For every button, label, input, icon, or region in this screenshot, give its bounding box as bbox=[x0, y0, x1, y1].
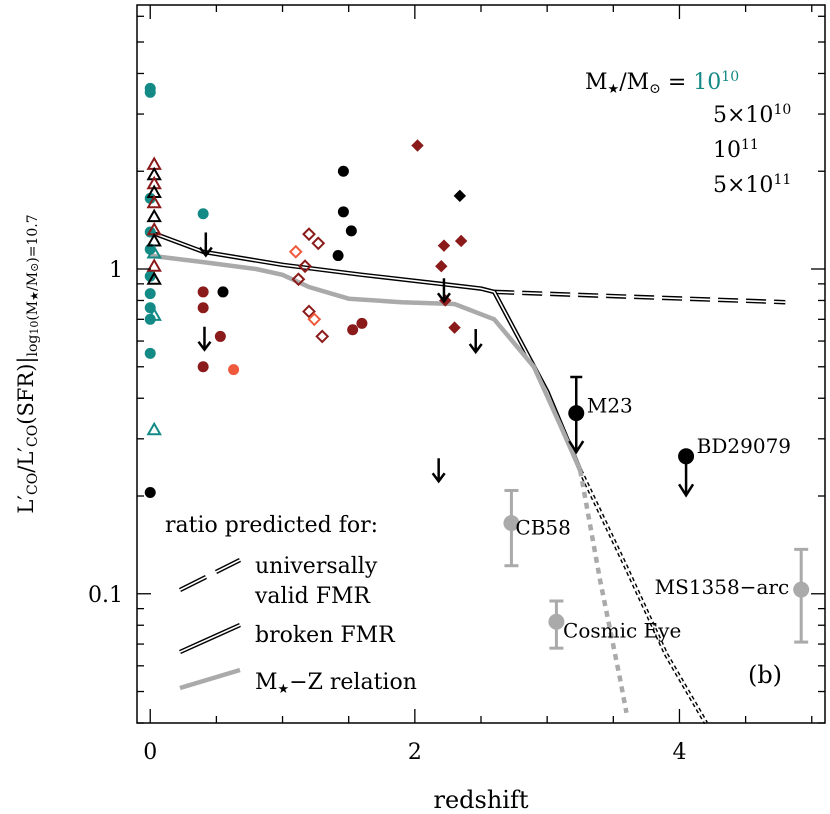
data-point bbox=[144, 487, 156, 499]
data-point bbox=[302, 304, 316, 319]
data-point bbox=[298, 259, 312, 274]
x-axis-label: redshift bbox=[433, 786, 528, 814]
data-point bbox=[146, 307, 162, 321]
series-line bbox=[494, 289, 786, 305]
data-point bbox=[146, 194, 162, 209]
data-point bbox=[214, 330, 226, 342]
data-point bbox=[144, 288, 156, 300]
named-source: M23 bbox=[568, 375, 633, 455]
legends: M★/M⊙ = 1010 5×1010 1011 5×1011 ratio predic… bbox=[165, 69, 791, 697]
upper-limit-arrow bbox=[436, 278, 451, 304]
lensed-source: Cosmic Eye bbox=[548, 599, 681, 650]
data-point bbox=[197, 361, 209, 373]
data-point bbox=[411, 139, 424, 152]
data-point bbox=[345, 225, 357, 237]
legend-swatch-gray bbox=[179, 667, 241, 691]
data-point bbox=[347, 324, 359, 336]
data-point bbox=[144, 86, 156, 98]
data-point bbox=[315, 329, 330, 344]
lensed-label: Cosmic Eye bbox=[563, 619, 681, 643]
data-point bbox=[146, 208, 162, 223]
data-point bbox=[435, 260, 448, 273]
lensed-label: MS1358−arc bbox=[655, 575, 790, 599]
data-point bbox=[146, 421, 162, 436]
mass-legend-entry: 5×1011 bbox=[713, 172, 791, 198]
data-point bbox=[302, 227, 316, 242]
upper-limit-arrow bbox=[468, 329, 483, 355]
series-line bbox=[149, 253, 583, 472]
x-tick-label: 2 bbox=[408, 740, 422, 765]
data-point bbox=[453, 189, 467, 203]
lensed-point bbox=[793, 581, 810, 598]
series-line bbox=[578, 469, 708, 725]
model-legend-label: universally bbox=[255, 554, 378, 579]
data-point bbox=[146, 245, 162, 259]
data-point bbox=[337, 165, 349, 177]
mass-legend-entry: 5×1010 bbox=[713, 102, 791, 128]
data-point bbox=[217, 286, 229, 298]
lensed-source: MS1358−arc bbox=[655, 547, 810, 644]
upper-limit-arrow bbox=[431, 458, 446, 484]
upper-limit-arrow bbox=[198, 232, 213, 258]
legend-swatch-double bbox=[179, 622, 241, 655]
mass-legend-entry: 1011 bbox=[713, 137, 759, 163]
data-point bbox=[146, 258, 162, 272]
data-point bbox=[144, 347, 156, 359]
legend-swatch-dashed-b bbox=[214, 557, 242, 575]
data-point bbox=[311, 236, 326, 251]
data-point bbox=[197, 208, 209, 220]
series-line bbox=[149, 229, 583, 472]
data-point bbox=[146, 271, 162, 285]
y-tick-label: 0.1 bbox=[88, 583, 123, 608]
data-point bbox=[356, 317, 368, 329]
model-legend-title: ratio predicted for: bbox=[165, 513, 378, 538]
named-source: BD29079 bbox=[678, 434, 791, 498]
panel-label: (b) bbox=[748, 661, 782, 689]
data-point bbox=[197, 286, 209, 298]
lensed-source: CB58 bbox=[503, 488, 571, 568]
data-point bbox=[454, 234, 468, 248]
model-legend-label: valid FMR bbox=[254, 584, 371, 609]
data-point bbox=[291, 272, 306, 287]
data-point bbox=[332, 250, 344, 262]
data-point bbox=[288, 244, 303, 259]
data-point bbox=[144, 243, 156, 255]
legend-swatch-dashed-a bbox=[178, 574, 208, 593]
y-axis-label: L′CO/L′CO(SFR)|log10(M★/M⊙)=10.7 bbox=[14, 214, 41, 513]
data-point bbox=[337, 206, 349, 218]
axes: 0 2 4 0.1 1 redshift L′CO/L′CO(SFR)|log10(M★/M… bbox=[14, 4, 826, 814]
mass-legend-title: M★/M⊙ = 1010 bbox=[585, 69, 739, 97]
upper-limit-arrow bbox=[197, 326, 212, 352]
lensed-point bbox=[548, 613, 565, 630]
named-label: BD29079 bbox=[697, 434, 791, 458]
model-legend-label: M★−Z relation bbox=[255, 670, 417, 697]
data-point bbox=[144, 192, 156, 204]
data-point bbox=[448, 321, 461, 334]
x-tick-label: 4 bbox=[672, 740, 686, 765]
x-tick-label: 0 bbox=[143, 740, 157, 765]
data-points bbox=[144, 82, 483, 499]
lensed-point bbox=[503, 515, 520, 532]
data-point bbox=[307, 312, 322, 327]
y-tick-label: 1 bbox=[109, 258, 123, 283]
data-point bbox=[437, 239, 451, 252]
model-legend-label: broken FMR bbox=[255, 623, 396, 648]
lensed-label: CB58 bbox=[515, 515, 570, 539]
model-lines bbox=[149, 229, 786, 725]
named-label: M23 bbox=[587, 393, 633, 417]
data-point bbox=[228, 364, 240, 376]
series-line bbox=[577, 469, 629, 714]
data-point bbox=[197, 302, 209, 314]
